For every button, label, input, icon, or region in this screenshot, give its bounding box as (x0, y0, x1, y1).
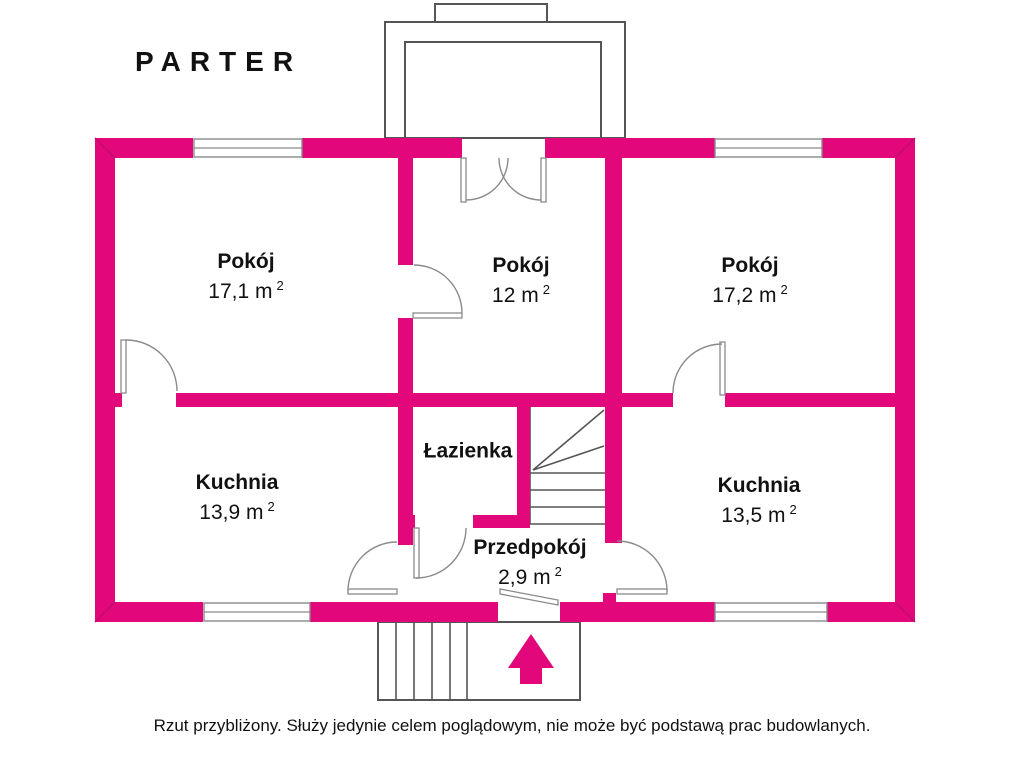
porch-french-door (460, 157, 547, 203)
room-area-sup: 2 (554, 564, 562, 580)
room-area-sup: 2 (780, 282, 788, 298)
room-area-sup: 2 (542, 282, 550, 298)
window-bottom-left (203, 602, 311, 622)
room-area-value: 2,9 m (498, 566, 551, 590)
room-name: Pokój (721, 254, 779, 278)
internal-stairs (529, 407, 605, 525)
room-name: Pokój (492, 254, 550, 278)
entrance-door (499, 588, 559, 606)
room-area-sup: 2 (267, 499, 275, 515)
room-area-value: 13,9 m (199, 501, 264, 525)
door-hallway-kitchen-left (347, 541, 398, 595)
room-name: Pokój (217, 250, 275, 274)
porch-outer-outline (384, 21, 626, 139)
bathroom-right-wall (517, 407, 530, 517)
door-room-left-room-middle (412, 264, 463, 319)
room-area-value: 17,1 m (208, 280, 273, 304)
window-top-left (193, 138, 303, 158)
top-porch (384, 3, 626, 139)
right-exterior-wall (895, 138, 915, 622)
room-area-sup: 2 (276, 278, 284, 294)
windows (193, 138, 828, 622)
external-stairs (395, 622, 468, 700)
entrance-arrow-icon (508, 634, 554, 684)
room-name: Kuchnia (195, 471, 279, 495)
porch-inner-outline (404, 41, 602, 139)
page-title: PARTER (135, 46, 303, 77)
left-exterior-wall (95, 138, 115, 622)
window-top-right (714, 138, 823, 158)
room-area-value: 17,2 m (712, 284, 777, 308)
entrance-porch-outline (377, 621, 581, 701)
stairs-cut-line (532, 445, 605, 471)
walls (95, 138, 915, 622)
room-name: Przedpokój (473, 536, 587, 560)
window-bottom-right (714, 602, 828, 622)
doors (120, 157, 726, 606)
room-name: Kuchnia (717, 474, 801, 498)
door-hallway-kitchen-right (616, 540, 668, 595)
porch-chimney-outline (434, 3, 548, 23)
stairs-cut-line (532, 409, 605, 471)
entrance-porch (377, 621, 581, 701)
room-area-value: 13,5 m (721, 504, 786, 528)
room-area-value: 12 m (492, 284, 539, 308)
door-room-right-kitchen-right (672, 341, 726, 396)
room-label-lazienka: Łazienka (424, 437, 513, 464)
door-kitchen-left-room (120, 339, 178, 394)
room-name: Łazienka (423, 439, 513, 463)
corner-miters (94, 137, 916, 623)
disclaimer-text: Rzut przybliżony. Służy jedynie celem po… (153, 716, 871, 735)
room-area-sup: 2 (789, 502, 797, 518)
door-bathroom (413, 527, 467, 579)
